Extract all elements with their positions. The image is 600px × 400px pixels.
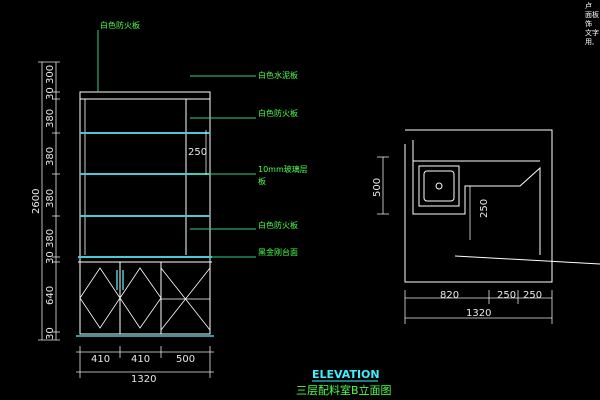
plan-inner-250: 250 — [479, 199, 490, 218]
plan-vdim-500: 500 — [372, 178, 383, 197]
vdim-30-mid: 30 — [45, 251, 56, 264]
label-top-board: 白色防火板 — [100, 20, 140, 30]
inner-dim-250: 250 — [188, 147, 207, 158]
label-countertop: 黑金刚台面 — [258, 247, 298, 257]
label-fire-board-lower: 白色防火板 — [258, 220, 298, 230]
corner-note-4: 文字 — [585, 28, 599, 37]
plan-hdim-overall: 1320 — [466, 308, 491, 319]
plan-hdim-250-a: 250 — [497, 290, 516, 301]
corner-note-1: 卢 — [585, 1, 592, 10]
plan-hdim-250-b: 250 — [523, 290, 542, 301]
vdim-ticks — [38, 61, 60, 341]
door-mid-diamond — [119, 267, 162, 329]
hdim-500: 500 — [176, 354, 195, 365]
sink-drain — [435, 182, 443, 190]
plan-view — [377, 129, 600, 324]
plan-section-line — [454, 255, 600, 265]
base-door-left — [79, 261, 121, 335]
plan-outer — [404, 129, 553, 283]
hdim-410-a: 410 — [91, 354, 110, 365]
drawing-title: ELEVATION — [312, 368, 380, 381]
hdim-overall: 1320 — [131, 374, 156, 385]
hdim-410-b: 410 — [131, 354, 150, 365]
vdim-380-d: 380 — [45, 229, 56, 248]
vdim-overall: 2600 — [31, 189, 42, 214]
sink-outer — [418, 165, 460, 207]
corner-note-3: 饰 — [585, 19, 592, 28]
sink-inner — [423, 170, 455, 202]
label-glass-line1: 10mm玻璃层 — [258, 164, 308, 174]
label-water-board: 白色水泥板 — [258, 70, 298, 80]
hdim-ticks — [79, 346, 211, 378]
vdim-640: 640 — [45, 286, 56, 305]
corner-note-2: 面板 — [585, 10, 599, 19]
vdim-30-top: 30 — [45, 87, 56, 100]
vdim-380-c: 380 — [45, 189, 56, 208]
vdim-300: 300 — [45, 65, 56, 84]
vdim-30-bottom: 30 — [45, 327, 56, 340]
plan-ticks — [377, 156, 553, 324]
base-door-mid — [119, 261, 162, 335]
drawing-subtitle: 三层配料室B立面图 — [296, 383, 392, 397]
cabinet-outline — [79, 91, 211, 335]
label-fire-board-upper: 白色防火板 — [258, 108, 298, 118]
door-left-diamond — [79, 267, 121, 329]
vdim-380-a: 380 — [45, 109, 56, 128]
base-door-right — [160, 261, 211, 335]
plan-counter-edge — [412, 140, 541, 255]
elevation-view — [38, 30, 256, 378]
plan-hdim-820: 820 — [440, 290, 459, 301]
label-glass-line2: 板 — [258, 176, 266, 186]
corner-note-5: 用, — [585, 38, 594, 46]
vdim-380-b: 380 — [45, 147, 56, 166]
